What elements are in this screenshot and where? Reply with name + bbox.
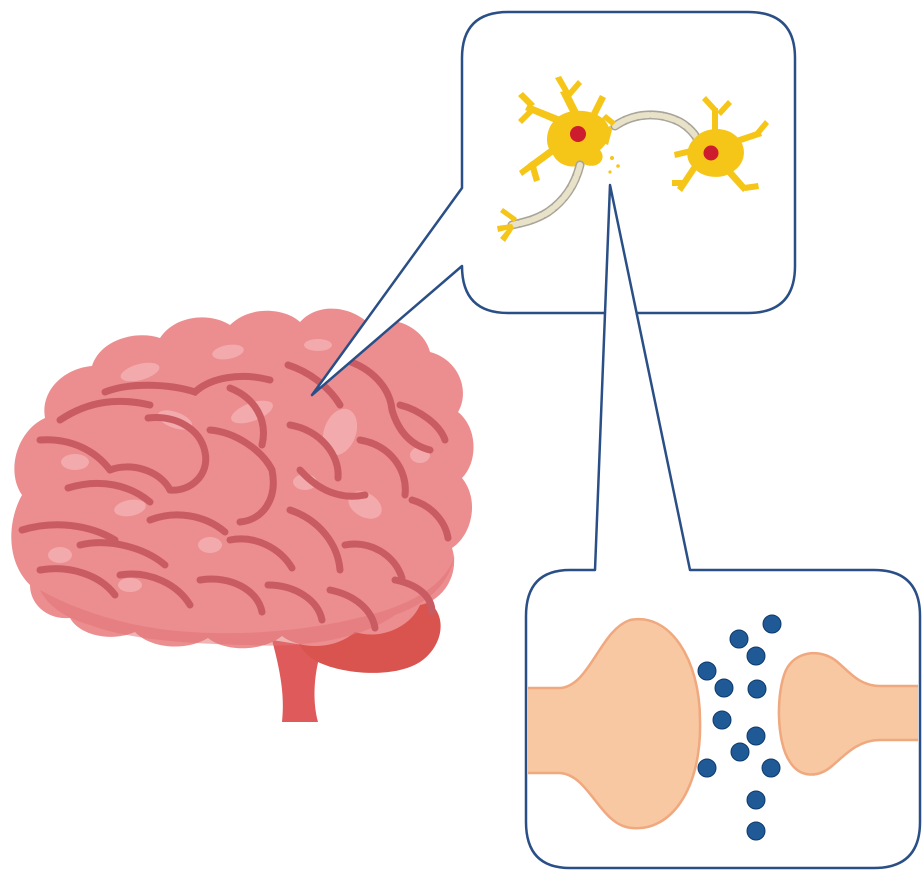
neurotransmitter-dot bbox=[747, 791, 765, 809]
neurotransmitter-dot bbox=[730, 630, 748, 648]
neurotransmitter-dot bbox=[762, 759, 780, 777]
brain-illustration bbox=[11, 309, 473, 722]
neurotransmitter-dot bbox=[698, 759, 716, 777]
neurotransmitter-dot bbox=[747, 727, 765, 745]
neurotransmitter-dot bbox=[747, 822, 765, 840]
neurotransmitter-dot bbox=[715, 679, 733, 697]
neurotransmitter-dot bbox=[731, 743, 749, 761]
neurotransmitter-dot bbox=[698, 662, 716, 680]
neuron-right-nucleus bbox=[704, 146, 719, 161]
neurotransmitter-dot bbox=[713, 711, 731, 729]
neurotransmitter-dot bbox=[763, 615, 781, 633]
neuron-left-nucleus bbox=[570, 126, 586, 142]
neurotransmitter-dot bbox=[747, 647, 765, 665]
neurotransmitter-dot bbox=[748, 680, 766, 698]
